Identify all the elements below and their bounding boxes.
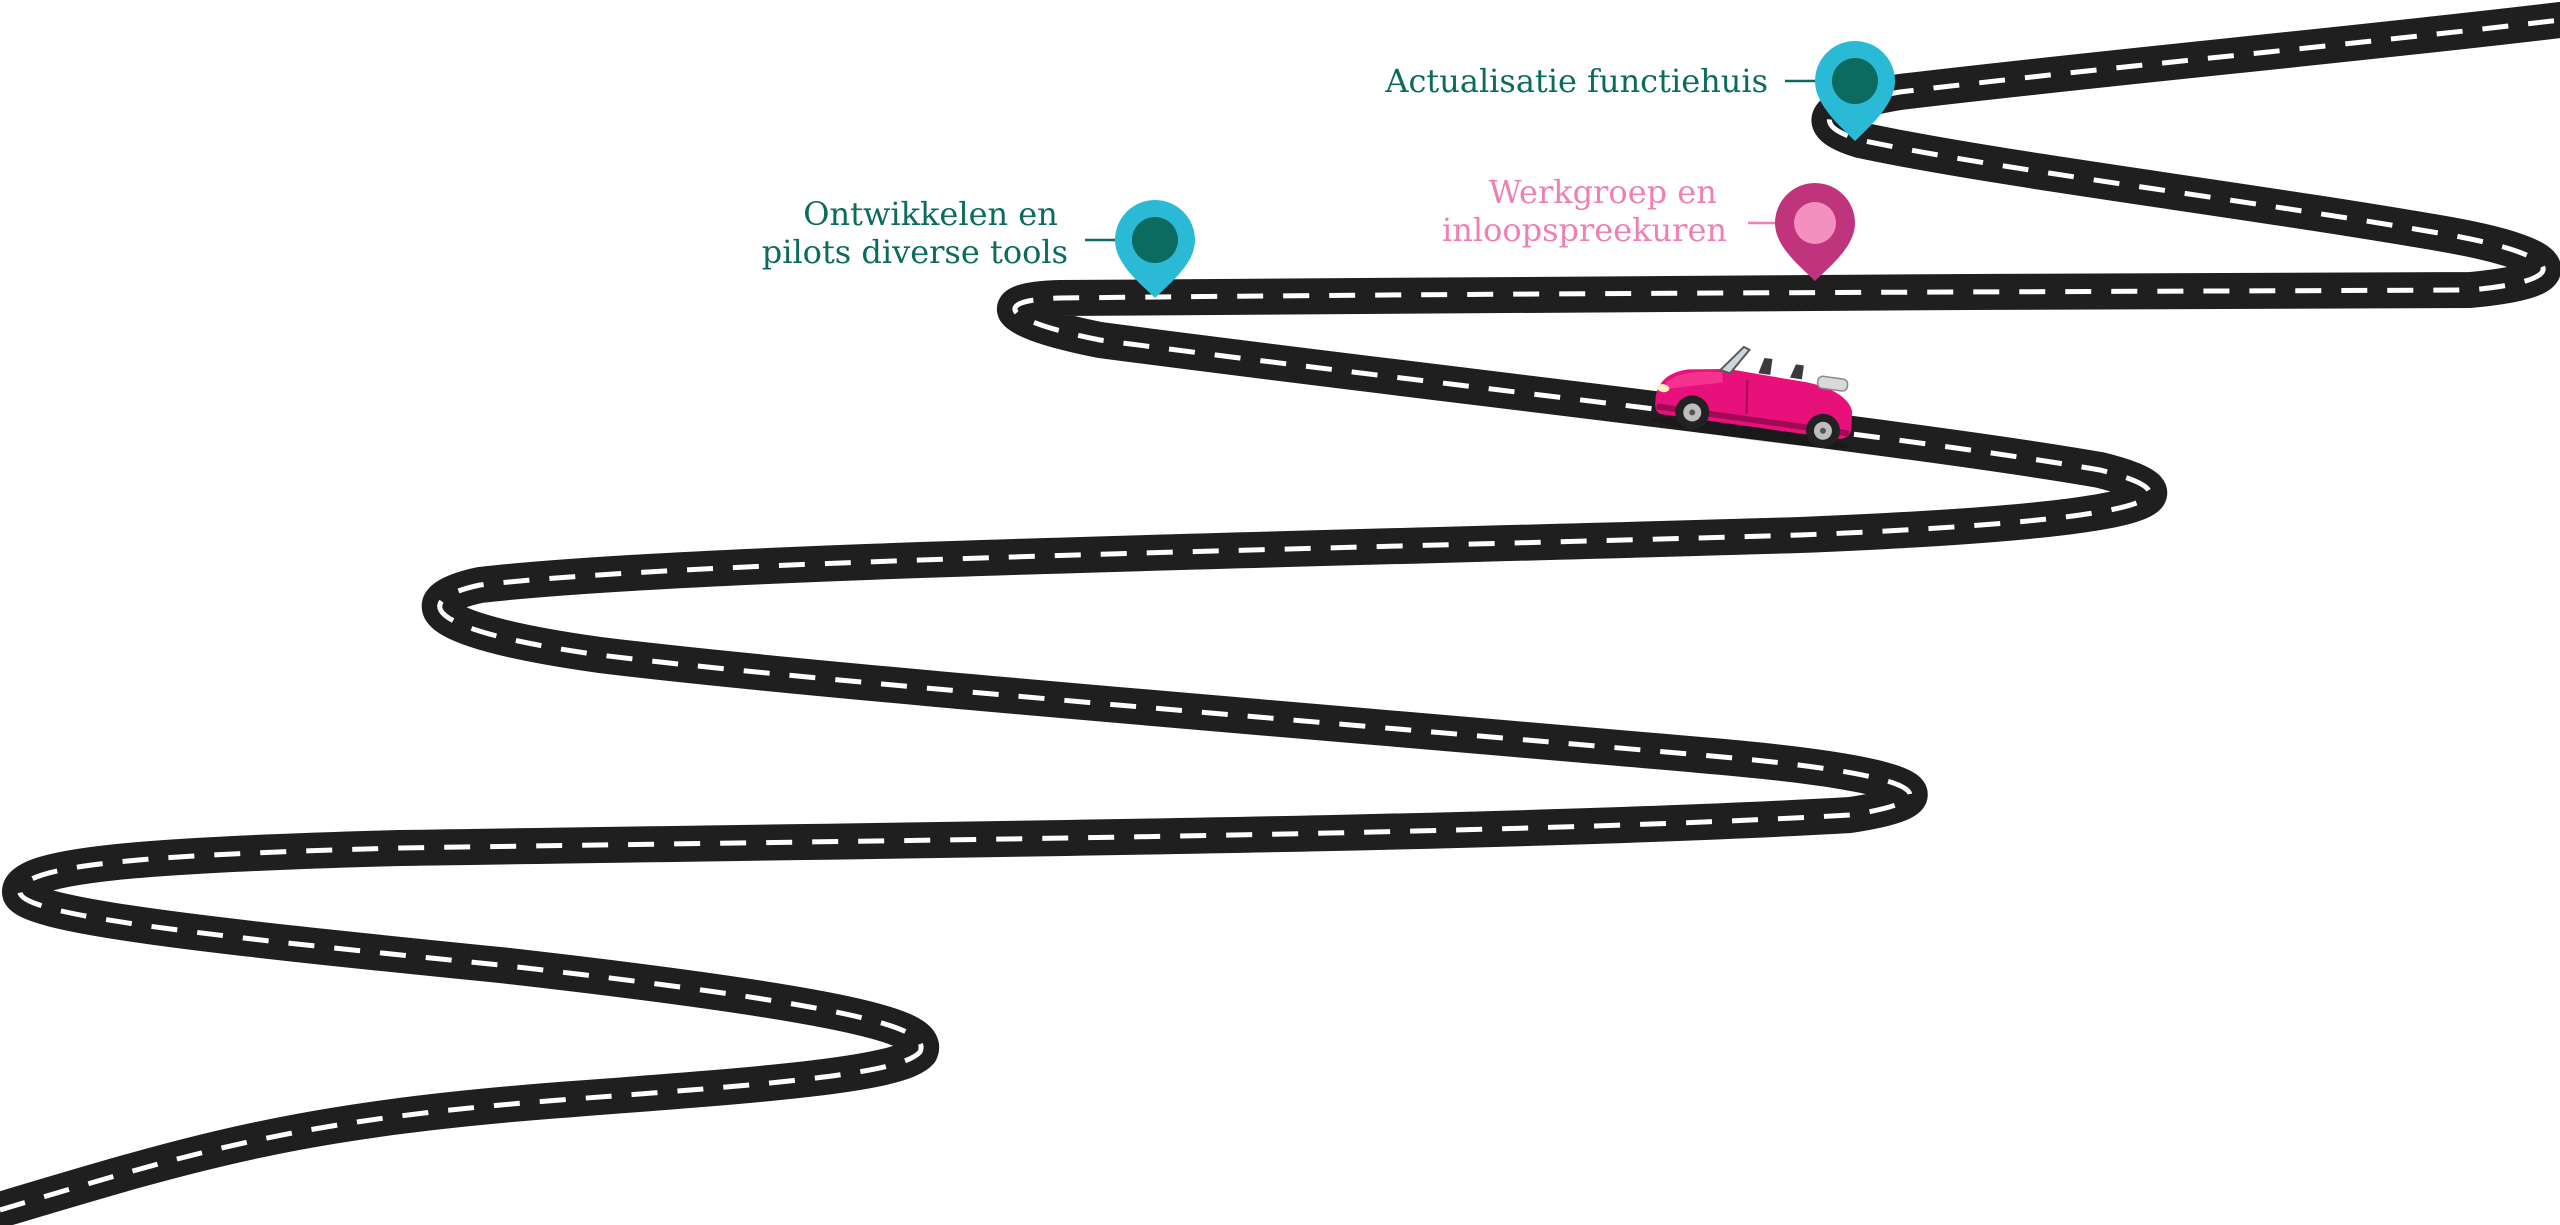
pink-pin-icon — [1775, 183, 1855, 281]
road-center-stripe — [0, 17, 2560, 1213]
cyan-pin-icon — [1115, 200, 1195, 298]
milestone-actualisatie[interactable]: Actualisatie functiehuis — [1384, 41, 1895, 141]
milestone-ontwikkelen[interactable]: Ontwikkelen en pilots diverse tools — [762, 195, 1195, 298]
milestone-label: Werkgroep en inloopspreekuren — [1442, 173, 1727, 249]
cyan-pin-icon — [1815, 41, 1895, 141]
milestone-werkgroep[interactable]: Werkgroep en inloopspreekuren — [1442, 173, 1855, 281]
convertible-car-icon — [1650, 345, 1853, 449]
milestone-label: Actualisatie functiehuis — [1384, 62, 1768, 100]
milestone-label: Ontwikkelen en pilots diverse tools — [762, 195, 1068, 271]
